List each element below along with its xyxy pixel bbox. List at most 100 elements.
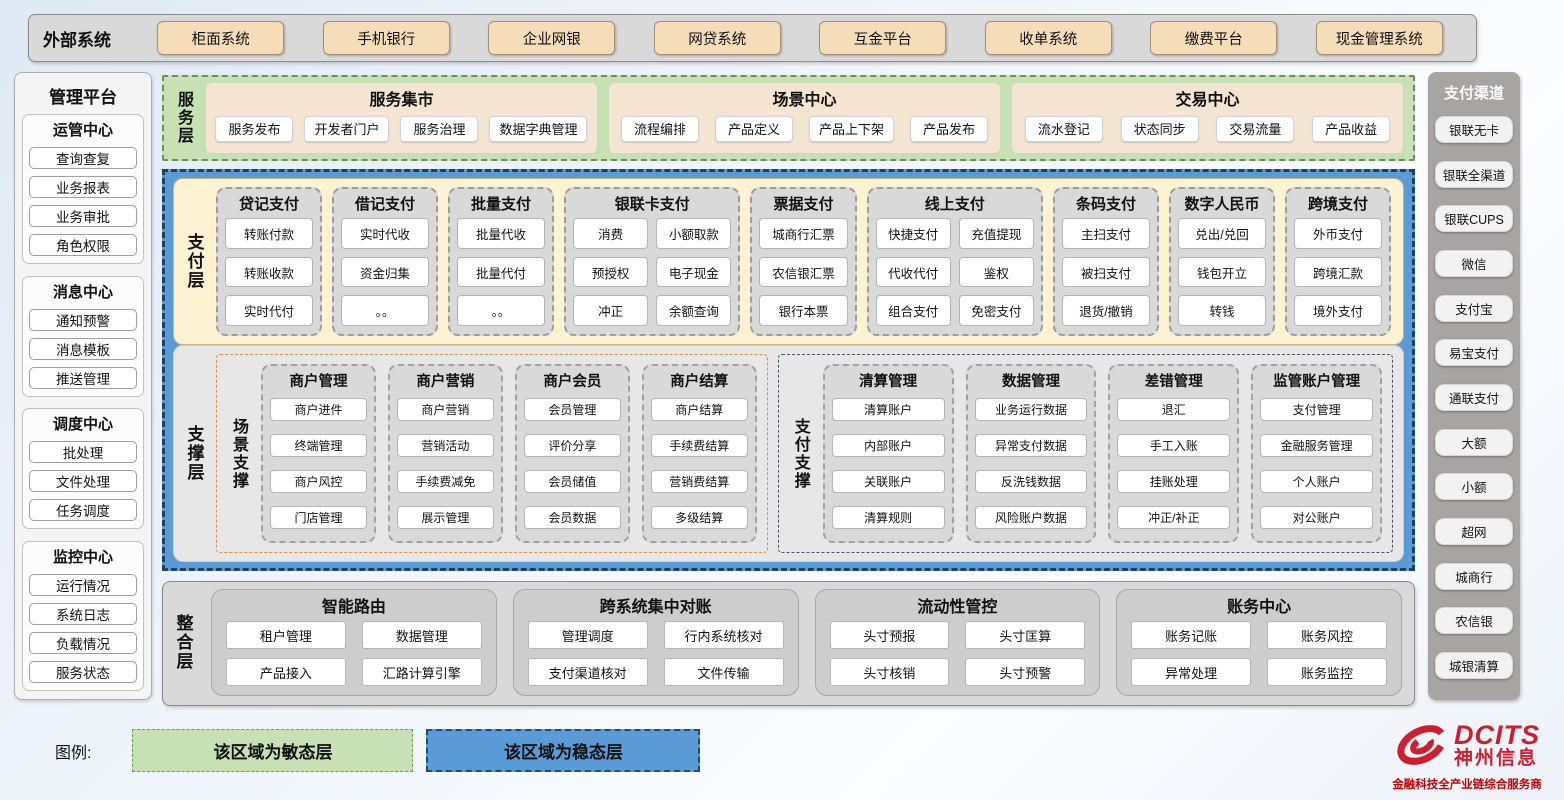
- scene-support-item[interactable]: 会员数据: [523, 506, 621, 530]
- payment-item[interactable]: 转账收款: [225, 256, 314, 288]
- service-item[interactable]: 产品定义: [714, 115, 793, 142]
- service-item[interactable]: 流水登记: [1024, 115, 1103, 142]
- payment-support-item[interactable]: 冲正/补正: [1117, 506, 1231, 530]
- integration-item[interactable]: 头寸核销: [829, 658, 950, 686]
- integration-item[interactable]: 产品接入: [226, 658, 346, 686]
- external-system-box[interactable]: 网贷系统: [653, 21, 781, 55]
- external-system-box[interactable]: 企业网银: [488, 21, 616, 55]
- management-item[interactable]: 通知预警: [29, 308, 137, 331]
- scene-support-item[interactable]: 商户结算: [650, 397, 748, 421]
- management-item[interactable]: 批处理: [29, 441, 137, 464]
- integration-item[interactable]: 账务记账: [1131, 621, 1252, 649]
- payment-item[interactable]: 免密支付: [958, 295, 1034, 327]
- integration-item[interactable]: 文件传输: [663, 658, 784, 686]
- payment-item[interactable]: 钱包开立: [1177, 256, 1266, 288]
- payment-channel-item[interactable]: 小额: [1435, 473, 1513, 501]
- payment-support-item[interactable]: 手工入账: [1117, 433, 1231, 457]
- payment-item[interactable]: 资金归集: [341, 256, 430, 288]
- service-item[interactable]: 开发者门户: [304, 115, 390, 142]
- payment-item[interactable]: 境外支付: [1293, 295, 1382, 327]
- payment-item[interactable]: 余额查询: [656, 295, 732, 327]
- payment-item[interactable]: 代收代付: [875, 256, 951, 288]
- service-item[interactable]: 产品发布: [909, 115, 988, 142]
- scene-support-item[interactable]: 会员管理: [523, 397, 621, 421]
- payment-item[interactable]: 实时代收: [341, 218, 430, 249]
- scene-support-item[interactable]: 多级结算: [650, 506, 748, 530]
- payment-support-item[interactable]: 业务运行数据: [974, 397, 1088, 421]
- payment-item[interactable]: 跨境汇款: [1293, 256, 1382, 288]
- payment-channel-item[interactable]: 易宝支付: [1435, 339, 1513, 367]
- payment-channel-item[interactable]: 微信: [1435, 249, 1513, 277]
- payment-item[interactable]: 充值提现: [958, 218, 1034, 249]
- external-system-box[interactable]: 柜面系统: [157, 21, 285, 55]
- payment-support-item[interactable]: 清算规则: [831, 506, 945, 530]
- scene-support-item[interactable]: 商户进件: [270, 397, 367, 421]
- payment-channel-item[interactable]: 农信银: [1435, 607, 1513, 635]
- payment-support-item[interactable]: 清算账户: [831, 397, 945, 421]
- management-item[interactable]: 文件处理: [29, 470, 137, 493]
- payment-support-item[interactable]: 反洗钱数据: [974, 470, 1088, 494]
- payment-item[interactable]: 农信银汇票: [759, 256, 848, 288]
- payment-channel-item[interactable]: 银联无卡: [1435, 115, 1513, 143]
- scene-support-item[interactable]: 商户营销: [396, 397, 494, 421]
- scene-support-item[interactable]: 手续费结算: [650, 433, 748, 457]
- management-item[interactable]: 服务状态: [29, 660, 137, 683]
- service-item[interactable]: 数据字典管理: [489, 115, 588, 142]
- integration-item[interactable]: 数据管理: [361, 621, 482, 649]
- payment-channel-item[interactable]: 支付宝: [1435, 294, 1513, 322]
- payment-item[interactable]: 电子现金: [656, 256, 732, 288]
- scene-support-item[interactable]: 营销费结算: [650, 470, 748, 494]
- scene-support-item[interactable]: 展示管理: [396, 506, 494, 530]
- scene-support-item[interactable]: 门店管理: [270, 506, 367, 530]
- payment-item[interactable]: 被扫支付: [1061, 256, 1150, 288]
- payment-support-item[interactable]: 关联账户: [831, 470, 945, 494]
- service-item[interactable]: 产品上下架: [808, 115, 894, 142]
- payment-item[interactable]: 批量代收: [457, 218, 546, 249]
- management-item[interactable]: 角色权限: [29, 234, 137, 256]
- payment-item[interactable]: 实时代付: [225, 295, 314, 327]
- payment-support-item[interactable]: 挂账处理: [1117, 470, 1231, 494]
- integration-item[interactable]: 汇路计算引擎: [361, 658, 482, 686]
- integration-item[interactable]: 管理调度: [527, 621, 648, 649]
- integration-item[interactable]: 头寸预报: [829, 621, 950, 649]
- payment-item[interactable]: 批量代付: [457, 256, 546, 288]
- management-item[interactable]: 运行情况: [29, 573, 137, 596]
- management-item[interactable]: 查询查复: [29, 147, 137, 169]
- integration-item[interactable]: 账务监控: [1267, 658, 1387, 686]
- integration-item[interactable]: 账务风控: [1267, 621, 1387, 649]
- payment-channel-item[interactable]: 城商行: [1435, 562, 1513, 590]
- payment-support-item[interactable]: 个人账户: [1260, 470, 1374, 494]
- payment-channel-item[interactable]: 通联支付: [1435, 383, 1513, 411]
- external-system-box[interactable]: 收单系统: [984, 21, 1112, 55]
- management-item[interactable]: 消息模板: [29, 337, 137, 360]
- scene-support-item[interactable]: 终端管理: [270, 433, 367, 457]
- payment-item[interactable]: 转账付款: [225, 218, 314, 249]
- payment-item[interactable]: 组合支付: [875, 295, 951, 327]
- payment-support-item[interactable]: 退汇: [1117, 397, 1231, 421]
- payment-channel-item[interactable]: 银联全渠道: [1435, 160, 1513, 188]
- payment-item[interactable]: 退货/撤销: [1061, 295, 1150, 327]
- scene-support-item[interactable]: 商户风控: [270, 470, 367, 494]
- management-item[interactable]: 业务报表: [29, 176, 137, 198]
- external-system-box[interactable]: 现金管理系统: [1315, 21, 1443, 55]
- external-system-box[interactable]: 互金平台: [819, 21, 947, 55]
- scene-support-item[interactable]: 评价分享: [523, 433, 621, 457]
- integration-item[interactable]: 头寸预警: [965, 658, 1086, 686]
- management-item[interactable]: 任务调度: [29, 499, 137, 522]
- management-item[interactable]: 系统日志: [29, 602, 137, 625]
- payment-support-item[interactable]: 风险账户数据: [974, 506, 1088, 530]
- payment-item[interactable]: 小额取款: [656, 218, 732, 249]
- payment-support-item[interactable]: 异常支付数据: [974, 433, 1088, 457]
- integration-item[interactable]: 头寸匡算: [965, 621, 1086, 649]
- payment-item[interactable]: 快捷支付: [875, 218, 951, 249]
- payment-item[interactable]: 外币支付: [1293, 218, 1382, 249]
- payment-item[interactable]: 兑出/兑回: [1177, 218, 1266, 249]
- service-item[interactable]: 状态同步: [1120, 115, 1199, 142]
- integration-item[interactable]: 异常处理: [1131, 658, 1252, 686]
- management-item[interactable]: 业务审批: [29, 205, 137, 227]
- payment-support-item[interactable]: 支付管理: [1260, 397, 1374, 421]
- external-system-box[interactable]: 手机银行: [322, 21, 450, 55]
- scene-support-item[interactable]: 手续费减免: [396, 470, 494, 494]
- payment-channel-item[interactable]: 超网: [1435, 518, 1513, 546]
- management-item[interactable]: 负载情况: [29, 631, 137, 654]
